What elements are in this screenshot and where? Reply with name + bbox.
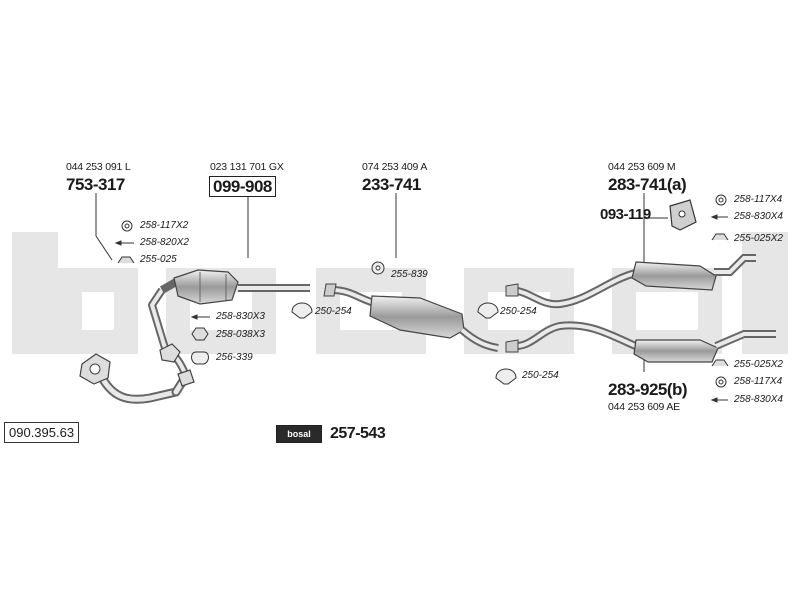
- rear-silencer-a-accessory-2: 258-830X4: [734, 211, 783, 222]
- bosal-logo-badge: bosal: [276, 425, 322, 443]
- front-pipe-drawing: [79, 287, 195, 404]
- front-pipe-accessory-1: 258-117X2: [140, 220, 189, 231]
- clamp-label-3: 250-254: [522, 370, 559, 381]
- rear-silencer-a-oe-number: 044 253 609 M: [608, 161, 676, 173]
- rear-silencer-a-accessory-1: 258-117X4: [734, 194, 783, 205]
- rear-silencer-b-oe-number: 044 253 609 AE: [608, 401, 680, 413]
- rear-silencer-b-drawing: [505, 321, 776, 363]
- rear-silencer-b-part-number[interactable]: 283-925(b): [608, 380, 688, 399]
- rear-silencer-b-accessory-1: 255-025X2: [734, 359, 783, 370]
- accessory-symbols: [114, 194, 729, 403]
- mounting-kit-part-number[interactable]: 257-543: [330, 425, 386, 442]
- rear-silencer-b-accessory-3: 258-830X4: [734, 394, 783, 405]
- catalyst-accessory-3: 256-339: [216, 352, 253, 363]
- rear-silencer-a-accessory-3: 255-025X2: [734, 233, 783, 244]
- catalyst-part-number[interactable]: 099-908: [209, 176, 276, 197]
- front-pipe-oe-number: 044 253 091 L: [66, 161, 131, 173]
- clamp-label-2: 250-254: [500, 306, 537, 317]
- front-pipe-accessory-2: 258-820X2: [140, 237, 189, 248]
- middle-silencer-drawing: [323, 283, 499, 352]
- brand-watermark: [12, 232, 788, 354]
- catalyst-accessory-2: 258-038X3: [216, 329, 265, 340]
- bracket-drawing: [669, 199, 697, 231]
- front-pipe-accessory-3: 255-025: [140, 254, 177, 265]
- bracket-part-number[interactable]: 093-119: [600, 206, 651, 223]
- middle-silencer-oe-number: 074 253 409 A: [362, 161, 428, 173]
- catalyst-drawing: [160, 269, 310, 305]
- middle-silencer-part-number[interactable]: 233-741: [362, 175, 421, 194]
- rear-silencer-a-drawing: [505, 254, 756, 309]
- rear-silencer-b-accessory-2: 258-117X4: [734, 376, 783, 387]
- diagram-reference-code: 090.395.63: [4, 422, 80, 443]
- front-pipe-part-number[interactable]: 753-317: [66, 175, 125, 194]
- rear-silencer-a-part-number[interactable]: 283-741(a): [608, 175, 687, 194]
- catalyst-accessory-1: 258-830X3: [216, 311, 265, 322]
- clamp-label-1: 250-254: [315, 306, 352, 317]
- catalyst-oe-number: 023 131 701 GX: [210, 161, 284, 173]
- middle-silencer-accessory-1: 255-839: [391, 269, 428, 280]
